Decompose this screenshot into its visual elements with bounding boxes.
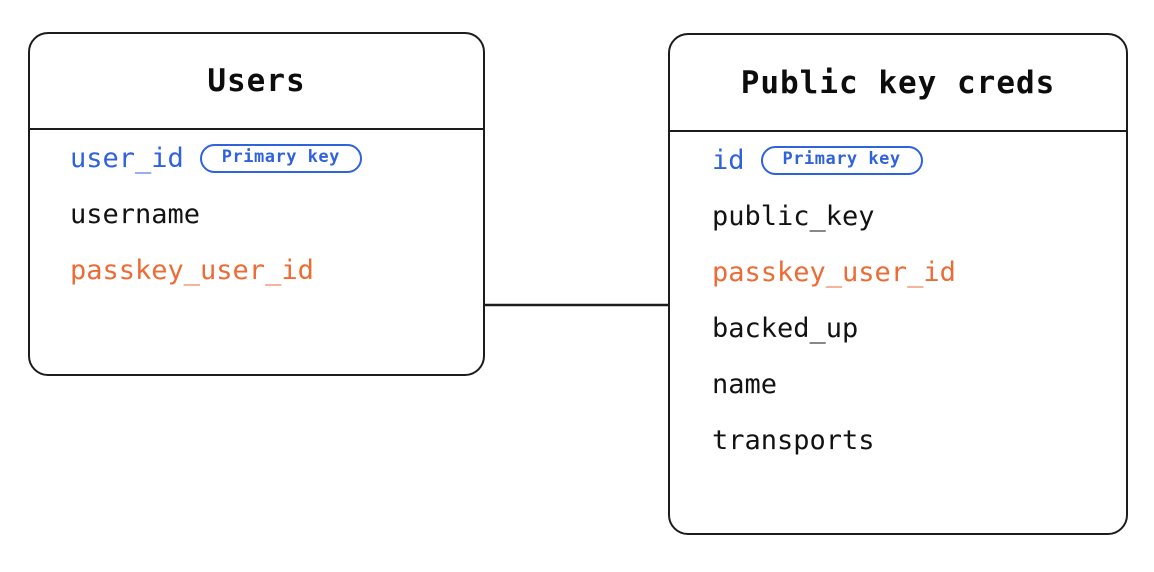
entity-users-title: Users xyxy=(207,63,306,99)
field-name-name: name xyxy=(712,368,778,400)
entity-users-header: Users xyxy=(30,34,483,130)
entity-public-key-creds-header: Public key creds xyxy=(670,35,1126,132)
primary-key-badge: Primary key xyxy=(760,145,923,175)
field-name-passkey-user-id: passkey_user_id xyxy=(70,254,314,286)
entity-users[interactable]: Users user_id Primary key username passk… xyxy=(28,32,485,376)
field-name-passkey-user-id: passkey_user_id xyxy=(712,256,956,288)
field-name-user-id: user_id xyxy=(70,142,184,174)
entity-public-key-creds-field-list: id Primary key public_key passkey_user_i… xyxy=(670,132,1126,533)
field-name-id: id xyxy=(712,144,745,176)
field-row[interactable]: id Primary key xyxy=(670,132,1126,188)
field-name-username: username xyxy=(70,198,201,230)
entity-public-key-creds-title: Public key creds xyxy=(740,64,1056,101)
field-row[interactable]: passkey_user_id xyxy=(30,242,483,298)
field-row[interactable]: transports xyxy=(670,412,1126,468)
entity-users-field-list: user_id Primary key username passkey_use… xyxy=(30,130,483,374)
primary-key-badge: Primary key xyxy=(199,143,362,173)
field-row[interactable]: passkey_user_id xyxy=(670,244,1126,300)
field-row[interactable]: username xyxy=(30,186,483,242)
field-row[interactable]: backed_up xyxy=(670,300,1126,356)
field-row[interactable]: public_key xyxy=(670,188,1126,244)
field-row[interactable]: user_id Primary key xyxy=(30,130,483,186)
field-name-backed-up: backed_up xyxy=(712,312,859,344)
field-name-public-key: public_key xyxy=(712,200,875,232)
entity-public-key-creds[interactable]: Public key creds id Primary key public_k… xyxy=(668,33,1128,535)
field-row[interactable]: name xyxy=(670,356,1126,412)
field-name-transports: transports xyxy=(712,424,875,456)
